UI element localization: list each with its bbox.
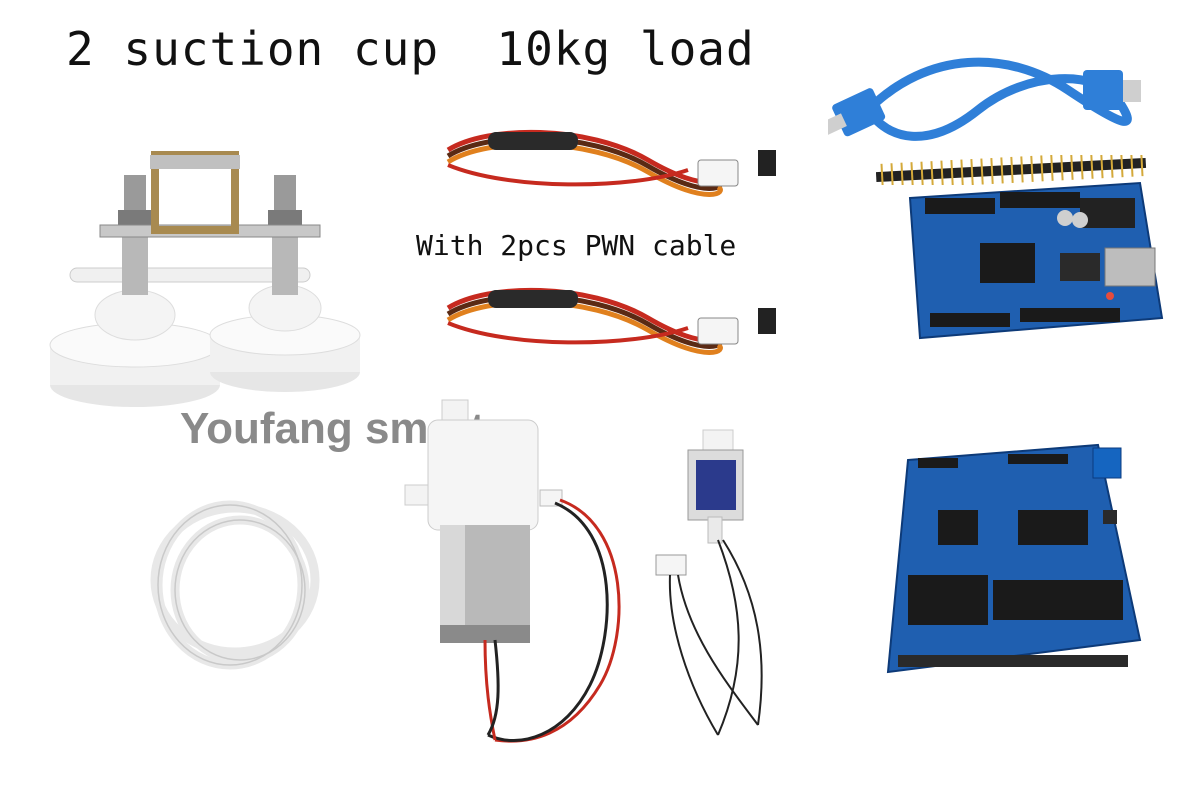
product-title: 2 suction cup 10kg load	[66, 22, 755, 76]
servo-cable-icon	[428, 120, 778, 220]
tube-icon	[140, 490, 340, 680]
suction-cup-icon	[40, 150, 370, 420]
servo-cable-icon	[428, 278, 778, 378]
valve-icon	[648, 425, 788, 755]
cable-caption: With 2pcs PWN cable	[416, 229, 737, 262]
usb-cable-icon	[828, 40, 1158, 150]
circuit-board-icon	[878, 440, 1158, 690]
circuit-board-icon	[900, 178, 1170, 343]
pump-icon	[400, 385, 640, 755]
pin-header-icon	[876, 155, 1156, 185]
